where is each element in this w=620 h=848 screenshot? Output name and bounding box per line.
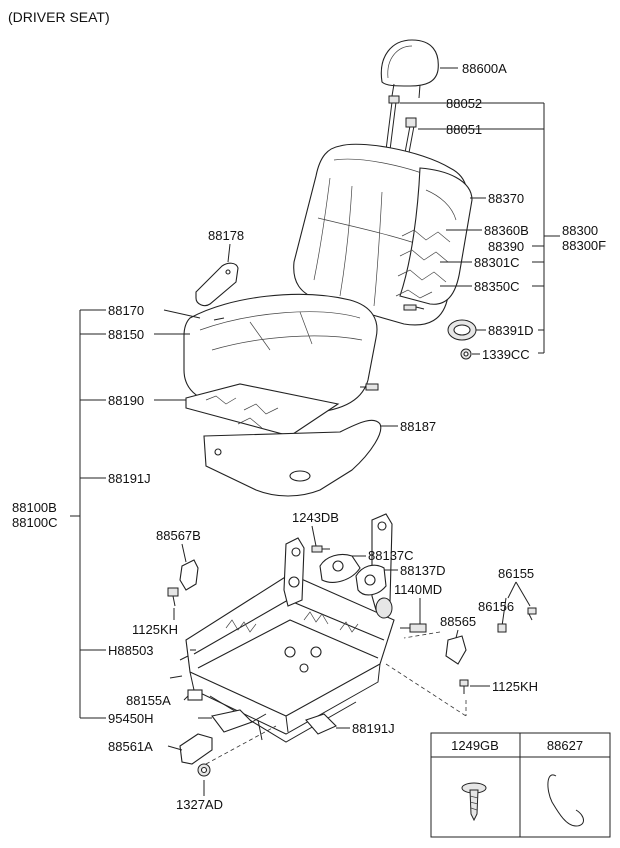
label-88191J: 88191J: [108, 471, 151, 486]
side-shield-drawing: [203, 419, 382, 497]
label-88301C: 88301C: [474, 255, 520, 270]
legend-col1-header: 1249GB: [451, 738, 499, 753]
label-88600A: 88600A: [462, 61, 507, 76]
cushion-pad-drawing: [185, 383, 340, 437]
label-88170: 88170: [108, 303, 144, 318]
label-88051: 88051: [446, 122, 482, 137]
label-88191J-lower: 88191J: [352, 721, 395, 736]
diagram-title: (DRIVER SEAT): [8, 9, 110, 25]
headrest-drawing: [380, 39, 439, 99]
label-88190: 88190: [108, 393, 144, 408]
label-1339CC: 1339CC: [482, 347, 530, 362]
label-86155: 86155: [498, 566, 534, 581]
label-88100B: 88100B: [12, 500, 57, 515]
label-88150: 88150: [108, 327, 144, 342]
leader-lines: [70, 67, 560, 796]
label-88300: 88300: [562, 223, 598, 238]
label-88370: 88370: [488, 191, 524, 206]
seat-cushion-drawing: [183, 262, 379, 415]
label-88391D: 88391D: [488, 323, 534, 338]
small-components: [167, 545, 537, 777]
label-88178: 88178: [208, 228, 244, 243]
wire-clip-icon: [547, 774, 584, 827]
label-88137C: 88137C: [368, 548, 414, 563]
label-88567B: 88567B: [156, 528, 201, 543]
label-88565: 88565: [440, 614, 476, 629]
screw-icon: [461, 782, 487, 822]
label-86156: 86156: [478, 599, 514, 614]
label-95450H: 95450H: [108, 711, 154, 726]
label-88137D: 88137D: [400, 563, 446, 578]
legend-col2-header: 88627: [547, 738, 583, 753]
label-1327AD: 1327AD: [176, 797, 223, 812]
seat-track-frame-drawing: [169, 513, 395, 743]
part-labels: 88600A 88052 88051 88370 88360B 88390 88…: [12, 61, 606, 812]
seat-back-drawing: [293, 143, 477, 360]
label-1125KH-left: 1125KH: [132, 622, 178, 637]
label-88390: 88390: [488, 239, 524, 254]
label-88561A: 88561A: [108, 739, 153, 754]
legend-table: 1249GB 88627: [430, 732, 611, 838]
label-88300F: 88300F: [562, 238, 606, 253]
label-88350C: 88350C: [474, 279, 520, 294]
label-88052: 88052: [446, 96, 482, 111]
label-88187: 88187: [400, 419, 436, 434]
label-88100C: 88100C: [12, 515, 58, 530]
label-1125KH-right: 1125KH: [492, 679, 538, 694]
label-1140MD: 1140MD: [394, 582, 442, 597]
label-88360B: 88360B: [484, 223, 529, 238]
label-H88503: H88503: [108, 643, 154, 658]
label-1243DB: 1243DB: [292, 510, 339, 525]
label-88155A: 88155A: [126, 693, 171, 708]
